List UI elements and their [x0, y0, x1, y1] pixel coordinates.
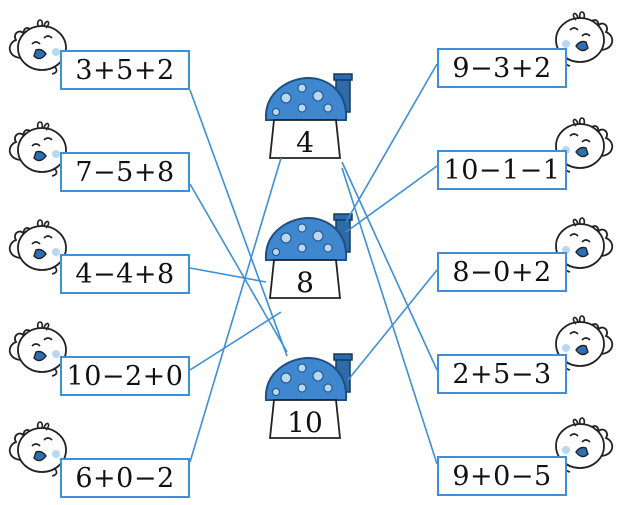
bird-icon — [8, 19, 67, 75]
right-expression-box[interactable]: 9+0−5 — [437, 456, 567, 496]
bird-icon — [8, 321, 67, 377]
connection-line — [189, 157, 282, 463]
right-expression-box[interactable]: 2+5−3 — [437, 354, 567, 394]
bird-icon — [8, 421, 67, 477]
left-expression-box[interactable]: 3+5+2 — [60, 50, 190, 90]
house-number-label: 4 — [296, 126, 314, 159]
connection-line — [341, 167, 438, 465]
connection-line — [341, 161, 438, 371]
bird-icon — [8, 219, 67, 275]
left-expression-box[interactable]: 10−2+0 — [60, 356, 190, 396]
connection-line — [345, 165, 438, 233]
connection-line — [189, 89, 288, 357]
left-expression-box[interactable]: 6+0−2 — [60, 458, 190, 498]
left-expression-box[interactable]: 4−4+8 — [60, 254, 190, 294]
connection-line — [189, 183, 288, 353]
bird-icon — [8, 121, 67, 177]
house-number-label: 8 — [296, 266, 314, 299]
connection-lines — [189, 63, 438, 465]
connection-line — [189, 267, 267, 283]
connection-line — [189, 311, 282, 371]
right-expression-box[interactable]: 8−0+2 — [437, 252, 567, 292]
left-expression-box[interactable]: 7−5+8 — [60, 152, 190, 192]
house-number-label: 10 — [287, 406, 323, 439]
right-expression-box[interactable]: 9−3+2 — [437, 48, 567, 88]
connection-line — [345, 63, 438, 223]
right-expression-box[interactable]: 10−1−1 — [437, 150, 567, 190]
